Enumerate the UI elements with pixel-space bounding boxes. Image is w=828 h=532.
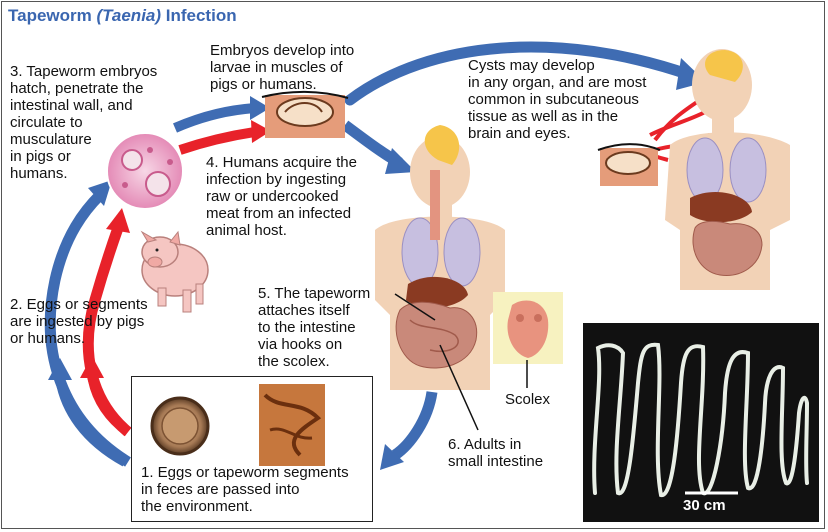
larvae-cyst-top bbox=[261, 90, 349, 138]
arrow-to-cysts bbox=[344, 41, 696, 106]
diagram-title: Tapeworm (Taenia) Infection bbox=[8, 6, 237, 26]
scolex-label: Scolex bbox=[505, 391, 551, 408]
egg-micrograph-box bbox=[150, 396, 210, 456]
step6-text: 6. Adults in small intestine bbox=[448, 436, 544, 470]
step1-text: 1. Eggs or tapeworm segments in feces ar… bbox=[141, 464, 349, 515]
step4-text: 4. Humans acquire the infection by inges… bbox=[206, 154, 357, 239]
title-part2: (Taenia) bbox=[96, 6, 162, 25]
step3-text: 3. Tapeworm embryos hatch, penetrate the… bbox=[10, 63, 158, 182]
scale-label: 30 cm bbox=[683, 497, 726, 514]
adult-tapeworm-photo bbox=[583, 323, 819, 522]
human-figure-right bbox=[665, 49, 790, 290]
title-part3: Infection bbox=[161, 6, 237, 25]
pig-illustration bbox=[140, 230, 209, 313]
larvae-cyst-right bbox=[597, 143, 661, 186]
human-figure-middle bbox=[375, 125, 505, 390]
segment-micrograph-box bbox=[259, 384, 325, 466]
title-part1: Tapeworm bbox=[8, 6, 97, 25]
scolex-photo bbox=[493, 292, 563, 364]
step5-text: 5. The tapeworm attaches itself to the i… bbox=[258, 285, 371, 370]
embryo-micrograph bbox=[106, 132, 184, 210]
tapeworm-drawing bbox=[592, 342, 810, 497]
embryos-note: Embryos develop into larvae in muscles o… bbox=[210, 42, 355, 93]
step2-text: 2. Eggs or segments are ingested by pigs… bbox=[10, 296, 148, 347]
cysts-note: Cysts may develop in any organ, and are … bbox=[468, 57, 647, 142]
